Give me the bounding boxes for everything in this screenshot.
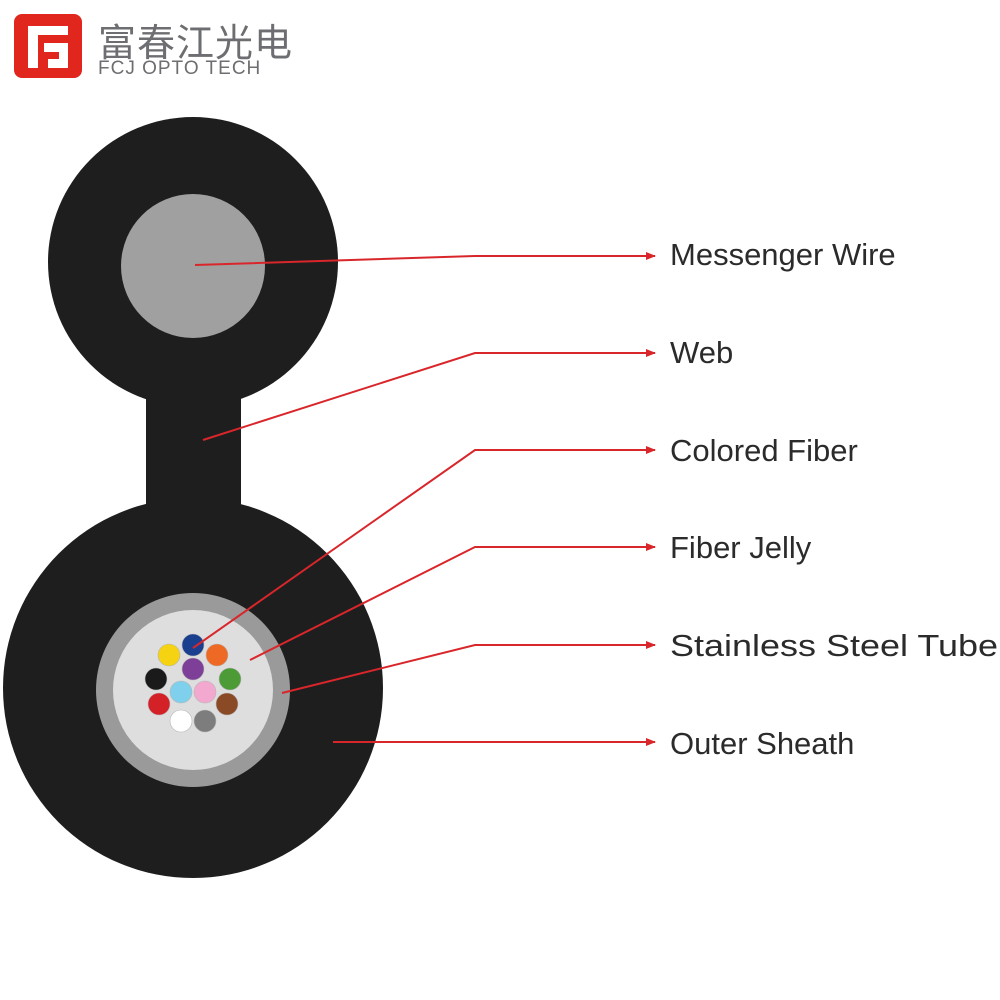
leader-lines [192,252,656,746]
label-web: Web [670,335,733,370]
label-stainless-steel-tube: Stainless Steel Tube [670,628,998,663]
fiber-12 [193,709,217,733]
fiber-1 [181,633,205,657]
label-colored-fiber: Colored Fiber [670,433,858,468]
brand-logo-mark [14,14,82,83]
fiber-4 [205,643,229,667]
colored-fibers [144,633,242,733]
fiber-11 [169,709,193,733]
brand-name-english: FCJ OPTO TECH [98,58,262,79]
fiber-10 [215,692,239,716]
fiber-5 [144,667,168,691]
fiber-6 [218,667,242,691]
label-fiber-jelly: Fiber Jelly [670,530,812,565]
fiber-8 [193,680,217,704]
label-outer-sheath: Outer Sheath [670,726,854,761]
leader-web [202,349,656,441]
messenger-wire [121,194,265,338]
leader-stainless-steel-tube [281,641,656,694]
leader-messenger-wire [194,252,656,266]
logo-f-icon [14,14,82,78]
leader-fiber-jelly [249,543,656,661]
leader-colored-fiber [192,446,656,649]
brand-name-chinese: 富春江光电 [98,21,294,65]
label-messenger-wire: Messenger Wire [670,237,896,272]
fiber-3 [181,657,205,681]
fiber-2 [157,643,181,667]
fiber-jelly [113,610,273,770]
fiber-9 [147,692,171,716]
fiber-7 [169,680,193,704]
